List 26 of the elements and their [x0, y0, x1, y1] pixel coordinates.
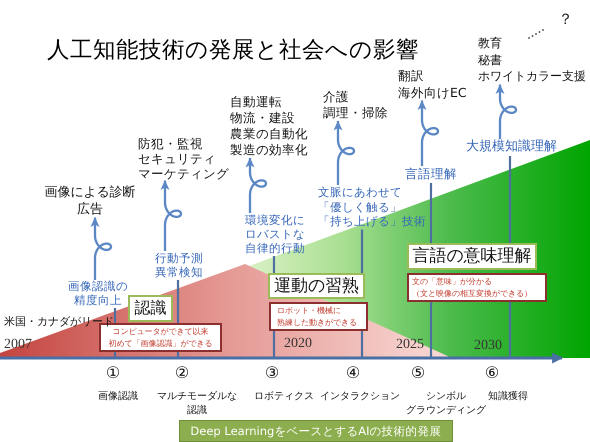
- step-label: シンボルグラウンディング: [406, 390, 486, 417]
- step-label: 画像認識: [98, 390, 138, 404]
- application-text: 翻訳: [398, 66, 425, 84]
- application-text: 秘書: [478, 52, 503, 68]
- application-text: 自動運転: [230, 94, 283, 110]
- application-text: 教育: [478, 35, 503, 52]
- step-number: ④: [346, 364, 360, 382]
- application-text: 調理・掃除: [323, 105, 388, 121]
- step-label: 知識獲得: [488, 390, 528, 404]
- application-text: ホワイトカラー支援: [478, 68, 586, 84]
- step-label: インタラクション: [320, 390, 400, 404]
- step-number: ②: [174, 364, 190, 382]
- step-label: マルチモーダルな認識: [157, 390, 237, 417]
- application-text: 農業の自動化: [230, 126, 308, 142]
- curly-arrow: [496, 84, 518, 139]
- step-number: ①: [106, 364, 120, 382]
- step-label: ロボティクス: [254, 390, 314, 404]
- application-text: 海外向けEC: [398, 84, 467, 100]
- step-number: ⑥: [484, 364, 500, 382]
- question-mark: ？: [558, 10, 573, 28]
- step-number: ⑤: [410, 364, 426, 382]
- application-text: 介護: [323, 89, 350, 105]
- application-text: 物流・建設: [230, 110, 296, 126]
- banner-box: Deep LearningをベースとするAIの技術的発展: [179, 420, 453, 442]
- step-number: ③: [264, 364, 280, 382]
- title: 人工知能技術の発展と社会への影響: [47, 36, 419, 65]
